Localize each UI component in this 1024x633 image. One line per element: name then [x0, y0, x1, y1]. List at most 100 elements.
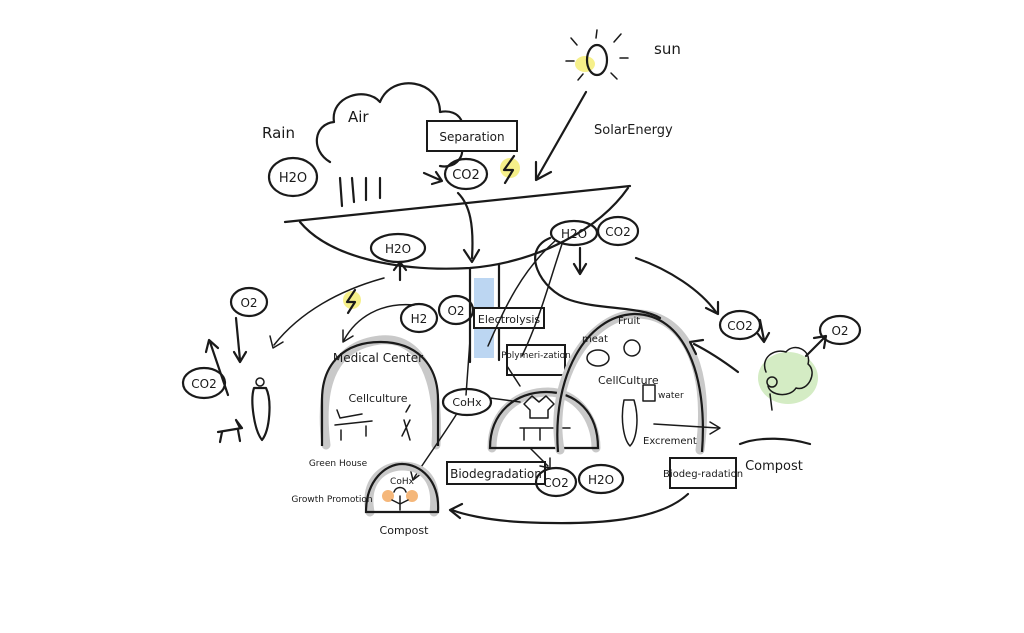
co2-loop-curve — [534, 236, 662, 320]
return-arrowhead-icon — [448, 502, 464, 520]
separation-box: Separation — [426, 120, 518, 152]
cellculture-left-label: Cellculture — [349, 392, 408, 405]
co2-right-bubble: CO2 — [596, 215, 640, 247]
medical-person-icon — [401, 404, 411, 441]
tree-trunk-icon — [769, 393, 773, 411]
to-compost-line — [653, 423, 719, 429]
co2-top-circle — [443, 157, 489, 191]
excrement-label: Excrement — [643, 436, 697, 447]
rain-lines-icon — [338, 176, 382, 208]
shirt-icon — [523, 395, 555, 419]
polymerization-box: Polymeri-zation — [501, 344, 571, 376]
h2-to-dome-arrowhead-icon — [342, 329, 354, 343]
to-compost-arrowhead-icon — [709, 421, 721, 435]
co2-tree-label: CO2 — [727, 319, 752, 333]
right-connections — [487, 236, 740, 374]
h2-label: H2 — [411, 312, 428, 326]
o2-left-circle — [229, 286, 269, 318]
o2-center-label: O2 — [447, 304, 464, 318]
meat-label: meat — [582, 334, 608, 345]
h2-bubble: H2 — [399, 302, 439, 334]
sun-glow — [575, 56, 595, 72]
compost-right-label: Compost — [745, 459, 803, 474]
o2-center-bubble: O2 — [437, 294, 475, 326]
funnel-to-left-curve — [273, 277, 385, 346]
medical-dome-outline — [320, 340, 440, 446]
h2o-bottom-circle — [577, 463, 625, 495]
o2-center-circle — [437, 294, 475, 326]
medical-bed-icon — [334, 409, 373, 441]
electrolysis-box — [473, 307, 545, 329]
polymerization-frame — [506, 344, 566, 376]
co2-bottom-label: CO2 — [543, 476, 568, 490]
o2-down-arrow-line — [234, 316, 242, 362]
right-person-icon — [621, 399, 638, 447]
biodegradation-center-box: Biodegradation — [446, 447, 551, 485]
sun-icon — [585, 43, 609, 77]
compost-right: Compost — [738, 437, 812, 474]
meat-icon — [586, 349, 610, 367]
tree-canopy-fill — [758, 352, 818, 404]
compost-bottom-label: Compost — [380, 524, 430, 537]
sun-label: sun — [654, 40, 681, 58]
medical-center-label: Medical Center — [333, 351, 423, 365]
o2-left-label: O2 — [240, 296, 257, 310]
poly-to-dome-line — [506, 365, 521, 387]
cohx-to-dome-line — [489, 397, 521, 403]
h2o-bottom-bubble: H2O — [577, 463, 625, 495]
co2-left-label: CO2 — [191, 377, 216, 391]
funnel-rim — [283, 184, 632, 224]
lightning-left-glow — [343, 291, 361, 309]
lightning-top-bolt-icon — [502, 154, 516, 185]
co2-right-label: CO2 — [605, 225, 630, 239]
water-label: water — [658, 391, 684, 401]
funnel-center-arrow-line — [456, 191, 474, 260]
solar-energy-label: SolarEnergy — [594, 123, 673, 138]
tree-group: CO2 O2 — [718, 309, 862, 411]
fruit-label: Fruit — [618, 316, 640, 327]
human-head-icon — [255, 377, 265, 387]
solar-energy-arrow: SolarEnergy — [534, 90, 673, 182]
biodegradation-center-frame — [446, 461, 546, 485]
cohx-center-circle — [441, 387, 493, 417]
h2o-right-circle — [549, 219, 599, 247]
lightning-left-icon — [343, 288, 361, 315]
o2-tree-circle — [818, 314, 862, 346]
h2o-funnel-up-arrow-icon — [392, 260, 408, 282]
greenhouse-dome-outline — [364, 462, 440, 514]
solar-ray-arrowhead-icon — [534, 160, 553, 182]
bottom-return-arrow — [448, 492, 690, 525]
o2-left-bubble: O2 — [229, 286, 269, 318]
left-arrows — [204, 277, 385, 397]
tree-fruit-icon — [766, 376, 778, 388]
plant-dot-right-icon — [406, 490, 418, 502]
separation-label: Separation — [439, 130, 504, 144]
co2-right-circle — [596, 215, 640, 247]
left-figures — [216, 377, 271, 444]
cohx-greenhouse-label: CoHx — [390, 477, 415, 487]
h2-circle — [399, 302, 439, 334]
separation-frame — [426, 120, 518, 152]
h2o-right-bubble: H2O — [549, 219, 599, 247]
air-to-co2-line — [422, 171, 442, 182]
compost-mound-icon — [738, 437, 812, 446]
clothing-dome-outline — [488, 390, 600, 450]
fruit-icon — [623, 339, 641, 357]
plant-dot-left-icon — [382, 490, 394, 502]
return-curve — [450, 492, 690, 525]
human-figure-icon — [251, 386, 271, 442]
co2-bottom-circle — [534, 466, 578, 498]
cellculture-right-label: CellCulture — [598, 374, 659, 387]
h2o-right-label: H2O — [561, 227, 587, 241]
cohx-center-label: CoHx — [452, 396, 482, 409]
biodegradation-center-label: Biodegradation — [450, 467, 542, 481]
co2-top-label: CO2 — [452, 168, 480, 183]
sun-group: sun — [565, 29, 681, 81]
tube-drop-line — [465, 339, 471, 396]
o2-down-arrowhead-icon — [232, 350, 248, 364]
funnel-center-arrowhead-icon — [462, 248, 481, 264]
greenhouse-label: Green House — [309, 459, 368, 469]
h2o-down-arrow-icon — [572, 246, 588, 276]
greenhouse-dome: CoHx Green House Growth Promotion Compos… — [291, 459, 440, 537]
